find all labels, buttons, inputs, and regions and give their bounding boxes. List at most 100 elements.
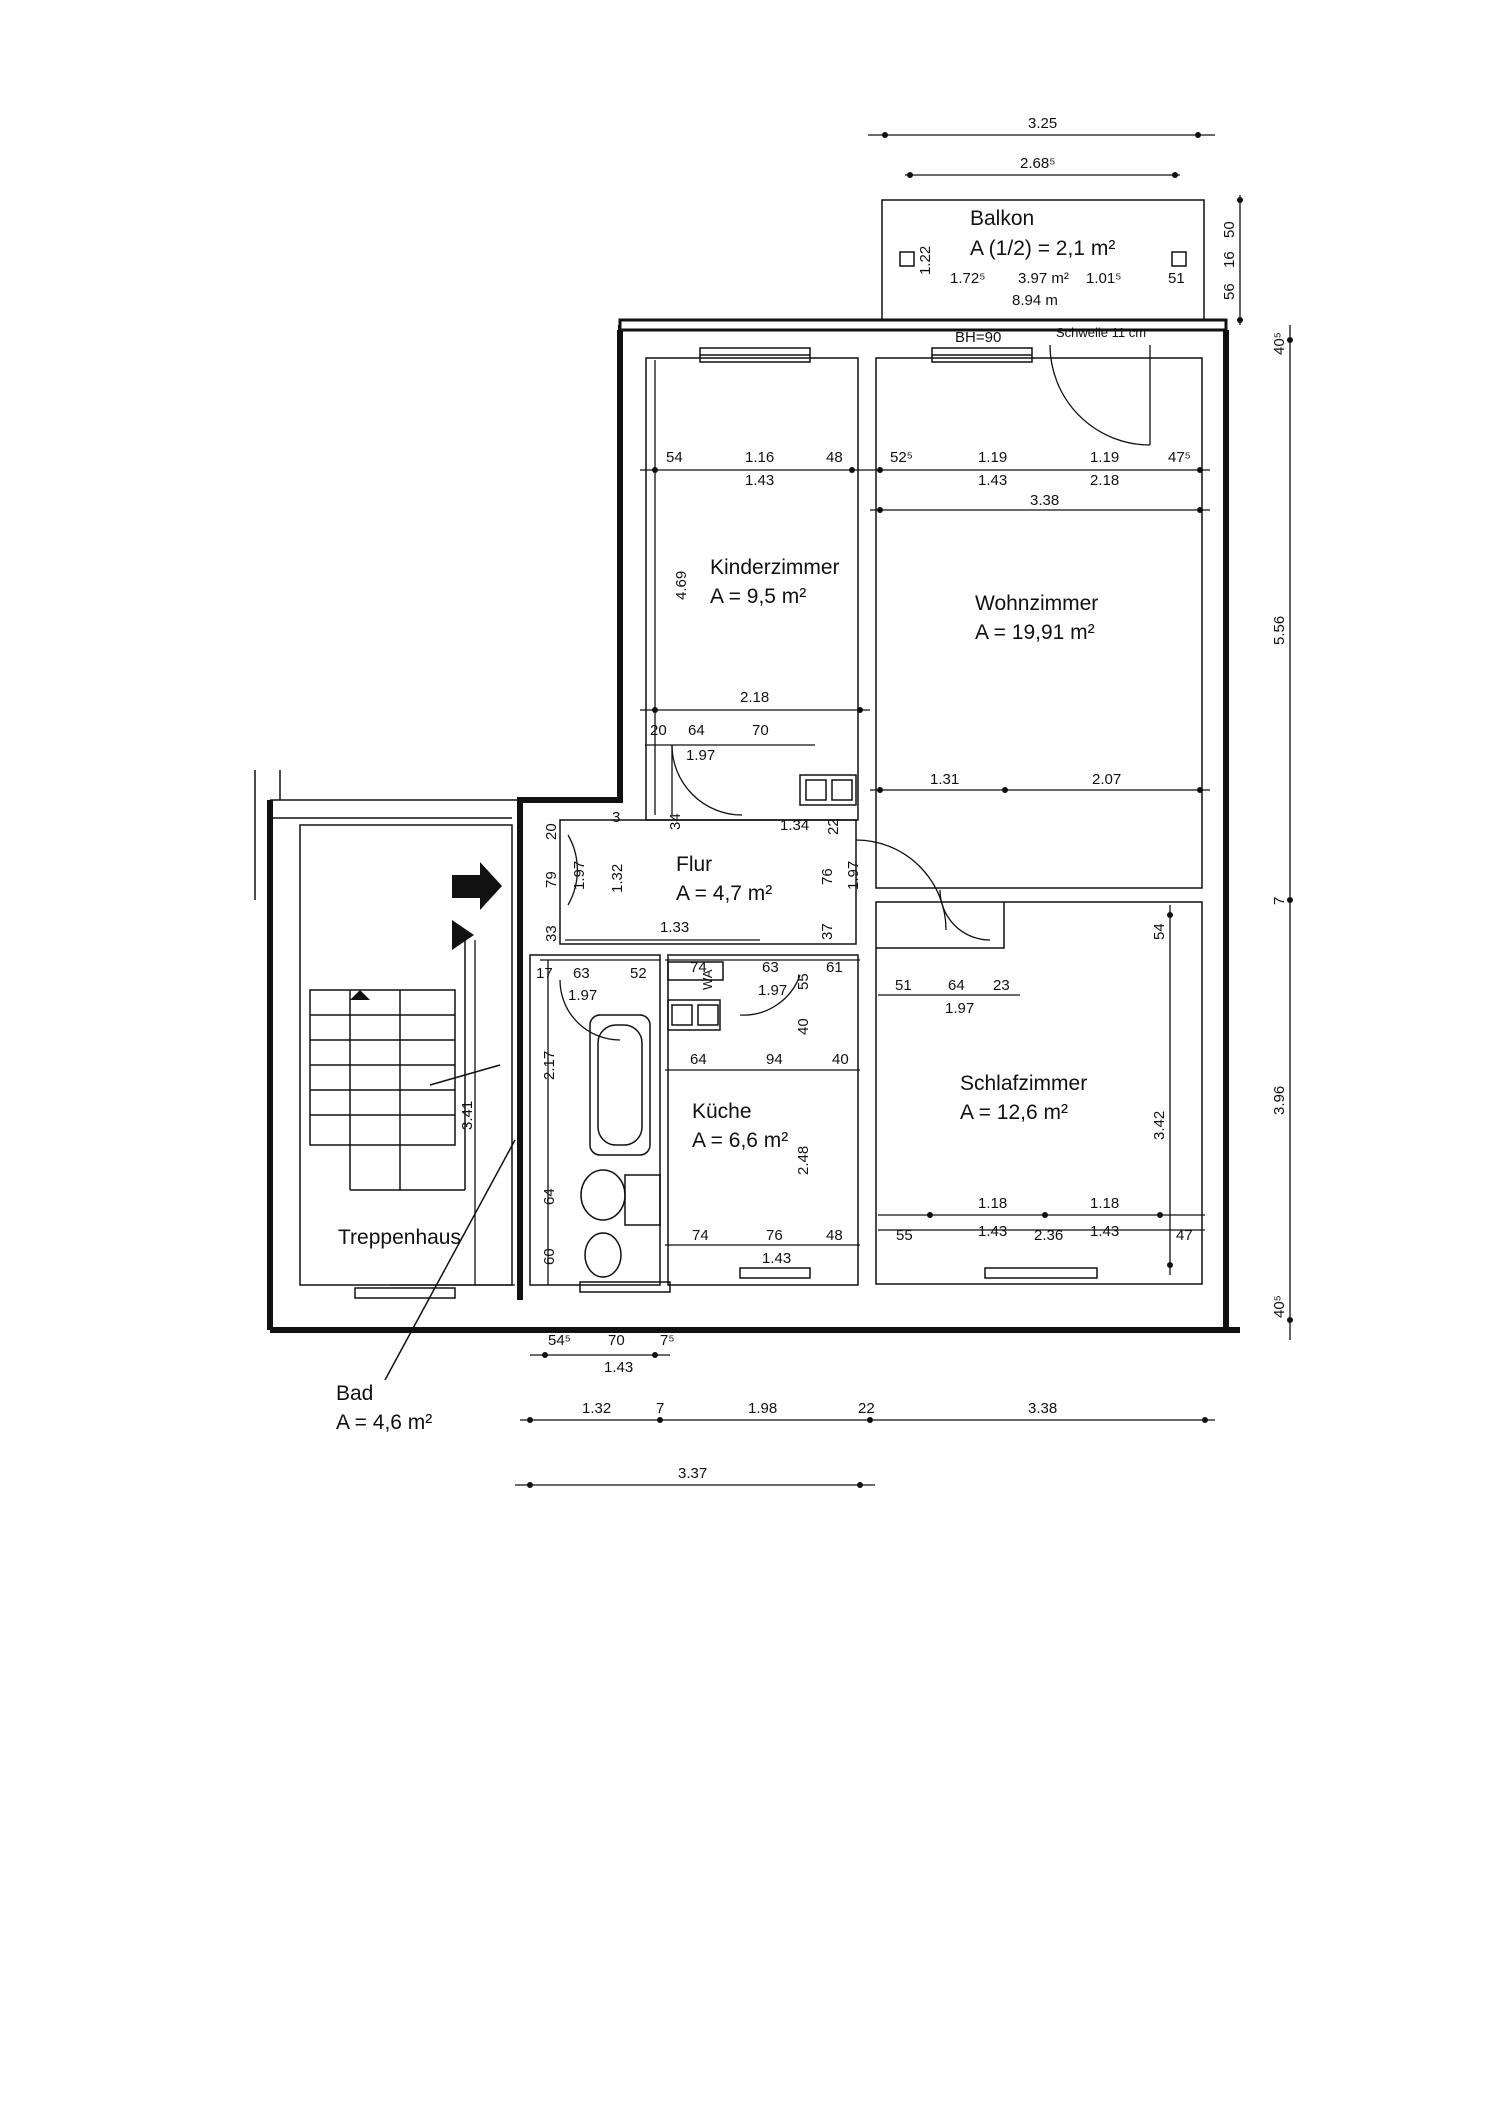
dim-label: 16 (1221, 251, 1238, 268)
dim-label: 47 (1176, 1227, 1193, 1244)
room-name-treppenhaus: Treppenhaus (338, 1226, 461, 1249)
bad-leader-line (384, 1139, 516, 1381)
dim-label: 40⁵ (1271, 332, 1288, 355)
dim-label: 2.17 (541, 1051, 558, 1080)
dim-label: 1.97 (571, 861, 588, 890)
dim-label: 50 (1221, 221, 1238, 238)
dim-label: 1.72⁵ (950, 270, 985, 287)
dim-label: 34 (667, 813, 684, 830)
dim-label: 3.41 (459, 1101, 476, 1130)
dim-label: 37 (819, 923, 836, 940)
dim-label: 1.43 (978, 1223, 1007, 1240)
bathroom-fixtures (580, 1014, 661, 1278)
dim-label: 40 (832, 1051, 849, 1068)
dim-label: 7 (656, 1400, 664, 1417)
dim-label: 55 (896, 1227, 913, 1244)
room-name-balkon: Balkon (970, 207, 1034, 230)
dim-label: 5.56 (1271, 616, 1288, 645)
dim-label: 55 (795, 973, 812, 990)
dim-label: 23 (993, 977, 1010, 994)
dim-label: 3.42 (1151, 1111, 1168, 1140)
dim-label: 1.43 (1090, 1223, 1119, 1240)
dim-label: 94 (766, 1051, 783, 1068)
dim-label: 52 (630, 965, 647, 982)
dim-label: 3.37 (678, 1465, 707, 1482)
dimension-lines (390, 134, 1291, 1486)
dim-label: 1.32 (609, 864, 626, 893)
dim-label: 54 (1151, 923, 1168, 940)
dim-label: 1.43 (604, 1359, 633, 1376)
dim-label: 20 (543, 823, 560, 840)
dim-label: 2.18 (1090, 472, 1119, 489)
room-name-schlafzimmer: Schlafzimmer (960, 1072, 1087, 1095)
dim-label: 3.25 (1028, 115, 1057, 132)
dim-label: 61 (826, 959, 843, 976)
dim-label: 1.97 (686, 747, 715, 764)
dim-label: 51 (895, 977, 912, 994)
dim-label: 64 (688, 722, 705, 739)
note-balkon-m2: 3.97 m² (1018, 270, 1069, 287)
room-area-schlafzimmer: A = 12,6 m² (960, 1101, 1068, 1124)
dim-label: 51 (1168, 270, 1185, 287)
dim-label: 1.18 (1090, 1195, 1119, 1212)
room-name-bad: Bad (336, 1382, 373, 1405)
dim-label: 1.18 (978, 1195, 1007, 1212)
dim-label: 63 (573, 965, 590, 982)
dim-label: 70 (608, 1332, 625, 1349)
dim-label: 7 (1271, 897, 1288, 905)
room-area-balkon: A (1/2) = 2,1 m² (970, 237, 1115, 260)
windows (354, 347, 1098, 1299)
dim-label: 54⁵ (548, 1332, 571, 1349)
dim-label: 64 (948, 977, 965, 994)
dim-label: 47⁵ (1168, 449, 1191, 466)
dim-label: 33 (543, 925, 560, 942)
dim-label: 1.43 (762, 1250, 791, 1267)
dim-label: 64 (541, 1188, 558, 1205)
note-wa: WA (700, 969, 715, 990)
dim-label: 1.98 (748, 1400, 777, 1417)
dim-label: 63 (762, 959, 779, 976)
note-balkon-m: 8.94 m (1012, 292, 1058, 309)
room-area-flur: A = 4,7 m² (676, 882, 772, 905)
dim-label: 1.34 (780, 817, 809, 834)
note-schwelle: Schwelle 11 cm (1056, 325, 1146, 340)
entrance-arrow-icon (452, 862, 502, 910)
dim-label: 1.31 (930, 771, 959, 788)
doors (559, 344, 1151, 1041)
dim-label: 3.38 (1030, 492, 1059, 509)
dim-label: 2.36 (1034, 1227, 1063, 1244)
dim-label: 1.01⁵ (1086, 270, 1121, 287)
dim-label: 2.48 (795, 1146, 812, 1175)
dim-label: 2.68⁵ (1020, 155, 1055, 172)
dim-label: 4.69 (673, 571, 690, 600)
dim-label: 54 (666, 449, 683, 466)
dim-label: 1.19 (978, 449, 1007, 466)
dim-label: 40⁵ (1271, 1295, 1288, 1318)
room-area-kueche: A = 6,6 m² (692, 1129, 788, 1152)
dim-label: 40 (795, 1018, 812, 1035)
note-bh: BH=90 (955, 329, 1001, 346)
dim-label: 52⁵ (890, 449, 913, 466)
room-name-wohnzimmer: Wohnzimmer (975, 592, 1098, 615)
dim-label: 1.19 (1090, 449, 1119, 466)
dim-label: 17 (536, 965, 553, 982)
dim-label: 3.96 (1271, 1086, 1288, 1115)
dim-label: 64 (690, 1051, 707, 1068)
dim-label: 70 (752, 722, 769, 739)
kitchen-fixtures (667, 774, 857, 1031)
balkon (881, 199, 1205, 321)
dim-label: 1.97 (758, 982, 787, 999)
dim-label: 76 (819, 868, 836, 885)
dim-label: 74 (692, 1227, 709, 1244)
room-name-kueche: Küche (692, 1100, 752, 1123)
dim-label: 20 (650, 722, 667, 739)
dim-label: 1.33 (660, 919, 689, 936)
dim-label: 3.38 (1028, 1400, 1057, 1417)
dim-label: 22 (858, 1400, 875, 1417)
dimension-labels: 3.25 2.68⁵ 1.22 1.72⁵ 1.01⁵ 51 50 16 56 … (459, 115, 1288, 1482)
room-area-wohnzimmer: A = 19,91 m² (975, 621, 1095, 644)
dim-label: 1.97 (845, 861, 862, 890)
dim-label: 1.43 (745, 472, 774, 489)
dim-label: 74 (690, 959, 707, 976)
